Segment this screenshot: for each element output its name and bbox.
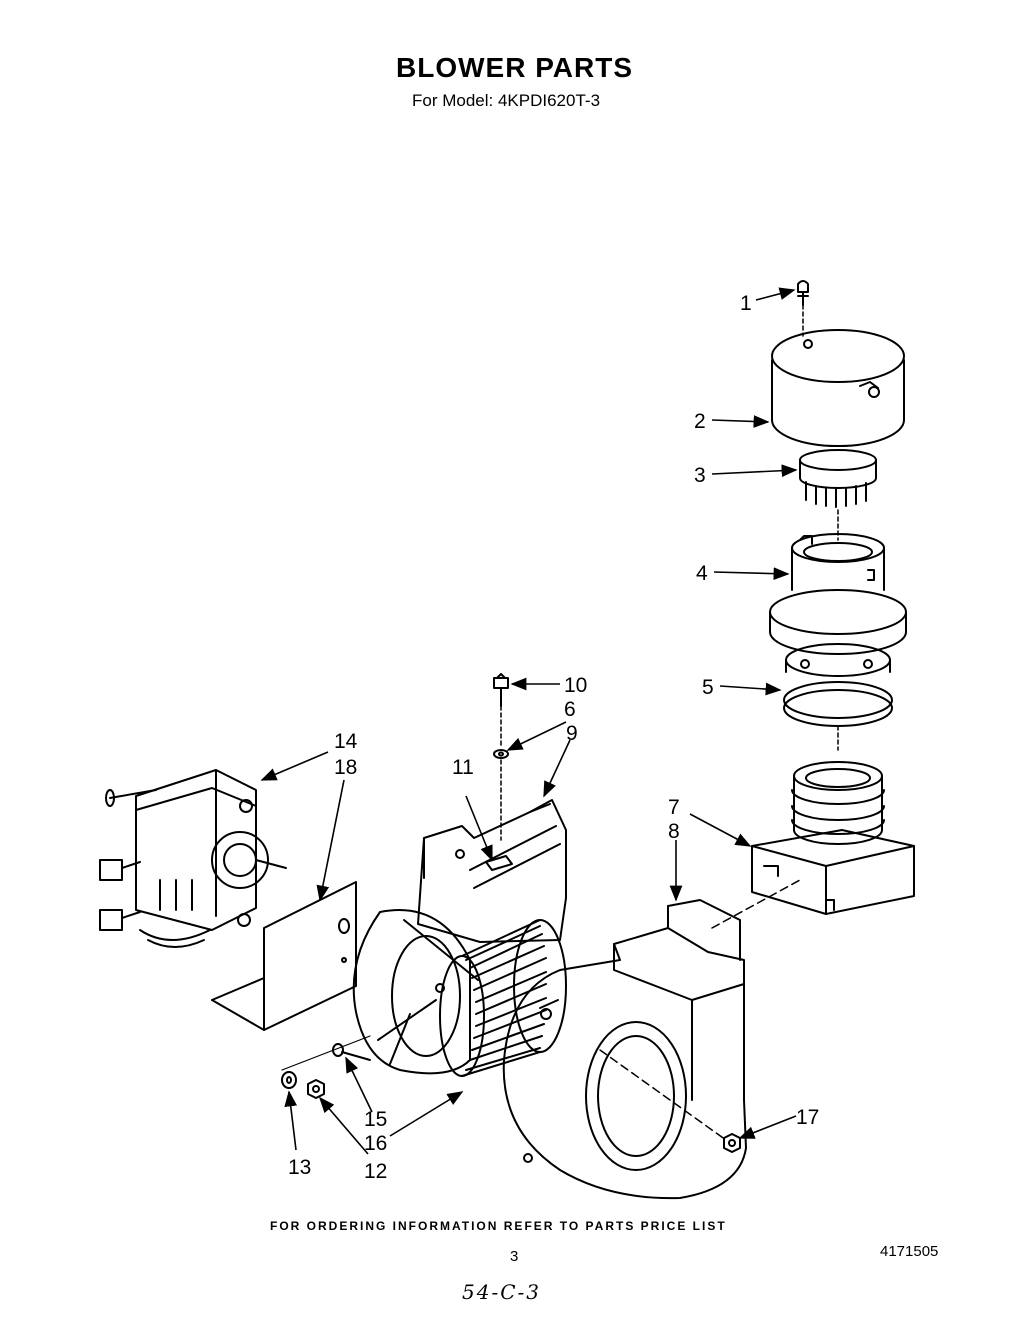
page-number: 3 [510,1248,519,1265]
motor-part-14 [99,769,287,948]
washer-part-6 [493,749,509,841]
callout-18: 18 [334,756,357,779]
callout-10: 10 [564,674,587,697]
collar-part-4 [769,533,907,655]
callout-12: 12 [364,1160,387,1183]
connector-part-3 [799,449,877,541]
callout-14: 14 [334,730,358,753]
callout-8: 8 [668,820,680,843]
callout-7: 7 [668,796,680,819]
model-subtitle: For Model: 4KPDI620T-3 [412,91,601,110]
callout-17: 17 [796,1106,819,1129]
motor-plate-part-18 [211,881,357,1031]
screw-part-15 [332,1043,371,1061]
nut-part-17 [723,1133,741,1153]
bolt-part-10 [493,673,509,747]
blower-housing [502,899,747,1200]
callout-labels: 1 2 3 4 5 6 7 8 9 10 11 12 13 14 15 16 1… [288,292,819,1183]
gasket-part-5 [783,643,893,727]
document-number: 4171505 [880,1243,939,1260]
callout-16: 16 [364,1132,387,1155]
screw-part-1 [797,280,809,337]
callout-1: 1 [740,292,752,315]
callout-13: 13 [288,1156,311,1179]
callout-15: 15 [364,1108,387,1131]
base-adapter-part-7 [751,725,915,915]
callout-9: 9 [566,722,578,745]
leader-arrows [260,287,798,1155]
callout-11: 11 [452,756,474,779]
blower-wheel-part-16 [439,919,567,1077]
callout-2: 2 [694,410,706,433]
callout-5: 5 [702,676,714,699]
page-title: BLOWER PARTS [396,52,634,83]
ordering-note: FOR ORDERING INFORMATION REFER TO PARTS … [270,1219,727,1233]
alignment-lines [599,879,801,1141]
handwritten-note: 54-C-3 [462,1280,541,1304]
motor-cover-part-2 [771,329,905,447]
callout-3: 3 [694,464,706,487]
callout-4: 4 [696,562,708,585]
callout-6: 6 [564,698,576,721]
blower-back-plate [352,909,479,1075]
nut-part-12 [307,1079,325,1099]
washer-part-13 [281,1071,297,1089]
mounting-bracket-part-9 [417,799,567,943]
